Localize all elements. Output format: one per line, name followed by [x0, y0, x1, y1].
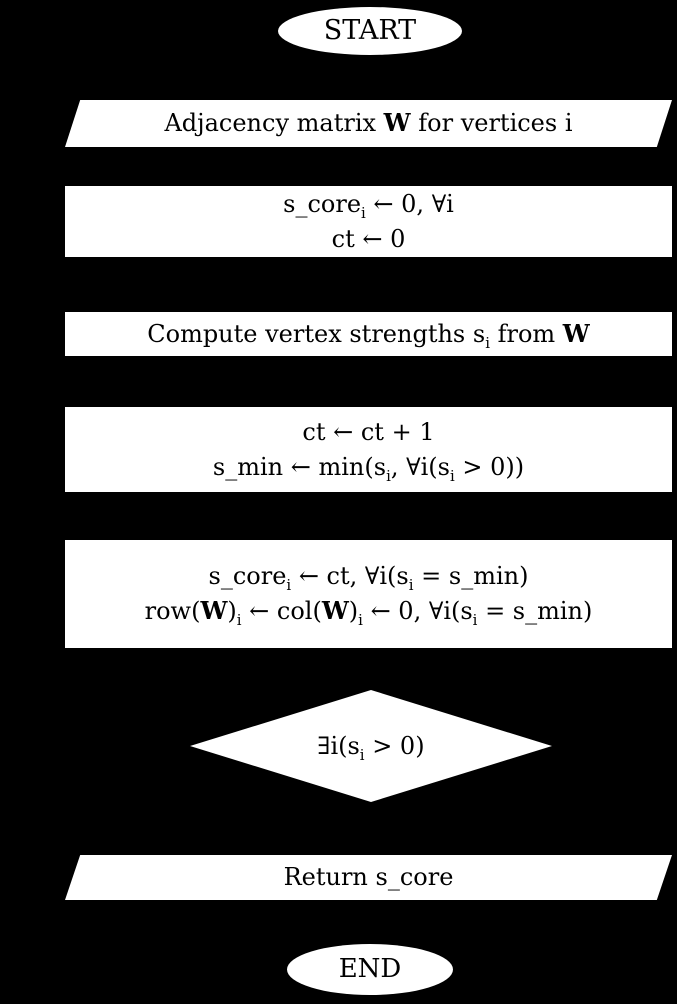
input-parallelogram: Adjacency matrix W for vertices i	[65, 100, 672, 147]
init-process: s_corei ← 0, ∀i ct ← 0	[65, 186, 672, 257]
compute-label: Compute vertex strengths si from W	[147, 318, 590, 352]
assign-core-process: s_corei ← ct, ∀i(si = s_min) row(W)i ← c…	[65, 540, 672, 648]
init-line-1: s_corei ← 0, ∀i	[283, 189, 454, 222]
assign-line-1: s_corei ← ct, ∀i(si = s_min)	[208, 562, 529, 594]
output-label: Return s_core	[283, 863, 454, 892]
output-parallelogram: Return s_core	[65, 855, 672, 900]
start-terminator: START	[278, 7, 462, 55]
update-counter-process: ct ← ct + 1 s_min ← min(si, ∀i(si > 0))	[65, 407, 672, 492]
start-label: START	[323, 15, 417, 47]
loop-decision-diamond: ∃i(si > 0)	[190, 690, 552, 802]
decision-label: ∃i(si > 0)	[317, 731, 425, 764]
input-label: Adjacency matrix W for vertices i	[164, 108, 573, 138]
assign-line-2: row(W)i ← col(W)i ← 0, ∀i(si = s_min)	[144, 596, 593, 629]
update-line-1: ct ← ct + 1	[302, 417, 435, 446]
compute-strengths-process: Compute vertex strengths si from W	[65, 312, 672, 356]
update-line-2: s_min ← min(si, ∀i(si > 0))	[212, 452, 525, 485]
end-terminator: END	[287, 944, 453, 995]
end-label: END	[338, 953, 402, 984]
init-line-2: ct ← 0	[331, 224, 406, 253]
